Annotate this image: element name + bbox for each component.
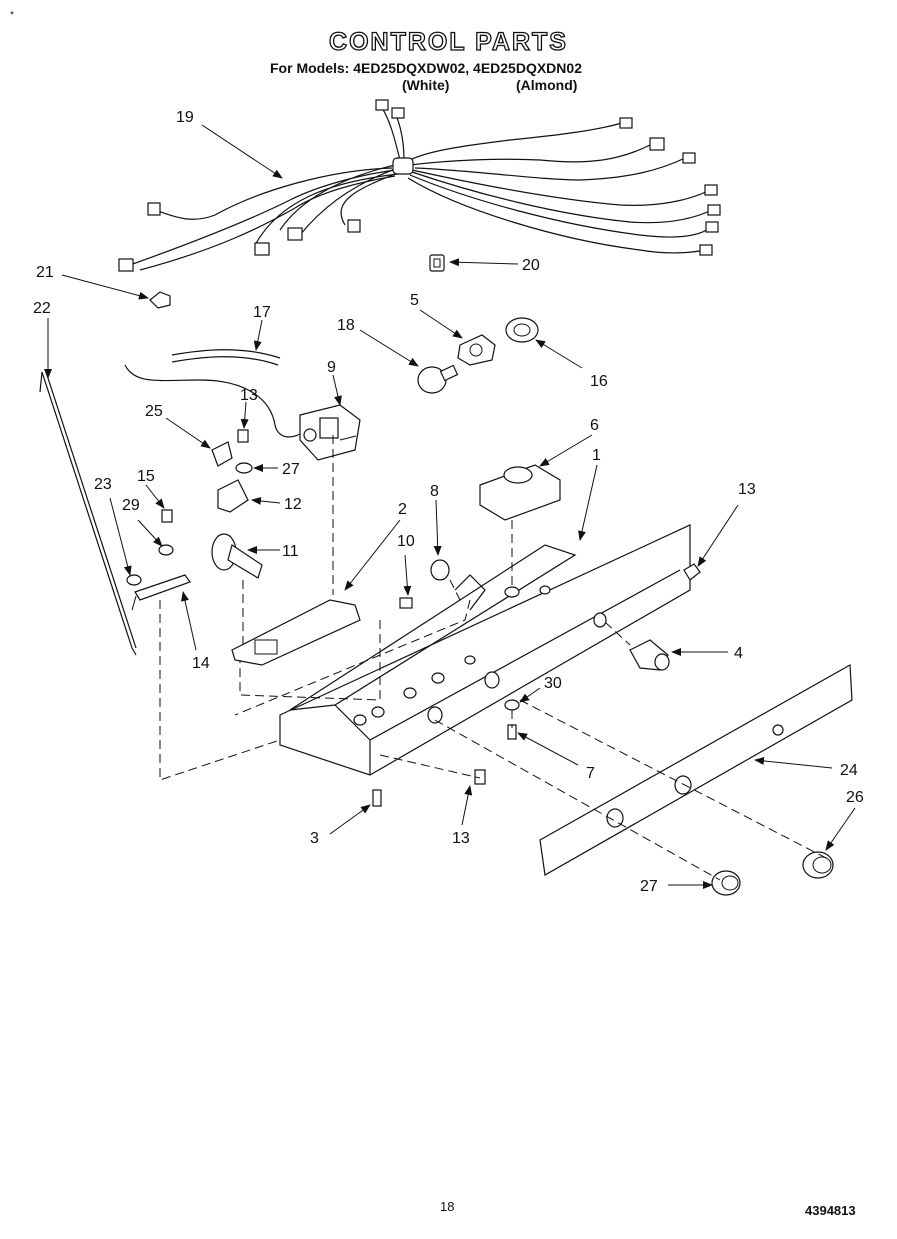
screw-part-10 [399, 597, 413, 609]
callout-10: 10 [397, 533, 415, 550]
callout-4: 4 [734, 645, 743, 662]
control-panel-part-25 [539, 664, 853, 876]
callout-13-bottom: 13 [452, 830, 470, 847]
callout-16: 15 [137, 468, 155, 485]
clip-part-14 [683, 563, 701, 581]
callout-30: 30 [544, 675, 562, 692]
corner-mark: * [10, 10, 14, 21]
callout-14: 13 [738, 481, 756, 498]
page-title: CONTROL PARTS [328, 27, 568, 56]
socket-part-17 [505, 317, 539, 343]
screw-part-13-top [237, 429, 249, 443]
callout-8: 8 [430, 483, 439, 500]
callout-9: 9 [327, 359, 336, 376]
knob-shaft-part-11 [211, 533, 263, 579]
variant-white: (White) [402, 77, 450, 93]
knob-part-27-right [802, 851, 834, 879]
clip-part-21 [429, 254, 445, 272]
washer-part-30 [504, 699, 520, 711]
bracket-part-26 [211, 441, 233, 467]
variant-almond: (Almond) [516, 77, 578, 93]
tube-part-18 [171, 349, 281, 366]
callout-5: 5 [410, 292, 419, 309]
lever-part-15 [131, 574, 191, 611]
washer-part-24 [126, 574, 142, 586]
bracket-part-12 [217, 479, 249, 513]
callout-11: 11 [282, 543, 299, 560]
callout-22: 21 [36, 264, 54, 281]
callout-17: 16 [590, 373, 608, 390]
callout-18: 17 [253, 304, 271, 321]
callout-26: 25 [145, 403, 163, 420]
callout-19: 18 [337, 317, 355, 334]
callout-2: 2 [398, 501, 407, 518]
washer-part-29-b [158, 544, 174, 556]
screw-part-16 [161, 509, 173, 523]
grommet-part-8 [430, 559, 450, 581]
callout-27-left: 27 [640, 878, 658, 895]
assembly-guide-lines [159, 435, 831, 881]
wire-harness [118, 99, 721, 272]
models-line: For Models: 4ED25DQXDW02, 4ED25DQXDN02 [270, 60, 582, 76]
page-number: 18 [440, 1199, 455, 1214]
callout-29-a: 27 [282, 461, 300, 478]
callout-25: 24 [840, 762, 858, 779]
callout-12: 12 [284, 496, 302, 513]
callout-24: 23 [94, 476, 112, 493]
callout-13-top: 13 [240, 387, 258, 404]
rod-part-23 [39, 371, 137, 656]
washer-part-29-a [235, 462, 253, 474]
switch-part-4 [629, 639, 670, 671]
screw-part-3 [372, 789, 382, 807]
socket-part-5 [457, 334, 496, 366]
callout-27-right: 26 [846, 789, 864, 806]
callout-21: 20 [522, 257, 540, 274]
callout-20: 19 [176, 109, 194, 126]
callout-7: 7 [586, 765, 595, 782]
callout-15: 14 [192, 655, 210, 672]
callout-3: 3 [310, 830, 319, 847]
capillary-tube [124, 364, 306, 438]
control-housing-part-1 [279, 524, 691, 776]
callout-labels: 19 20 21 22 17 18 5 16 9 25 13 27 12 6 1… [33, 109, 864, 895]
knob-part-27-left [711, 870, 741, 896]
callout-1: 1 [592, 447, 601, 464]
clip-part-22 [149, 291, 171, 309]
callout-23: 22 [33, 300, 51, 317]
screw-part-13-bottom [474, 769, 486, 785]
document-number: 4394813 [805, 1203, 856, 1218]
timer-part-6 [479, 464, 561, 521]
callout-6: 6 [590, 417, 599, 434]
bulb-part-19 [417, 364, 459, 394]
bracket-part-2 [231, 599, 361, 666]
callout-29-b: 29 [122, 497, 140, 514]
thermostat-part-9 [299, 404, 361, 461]
leader-lines [44, 124, 856, 889]
